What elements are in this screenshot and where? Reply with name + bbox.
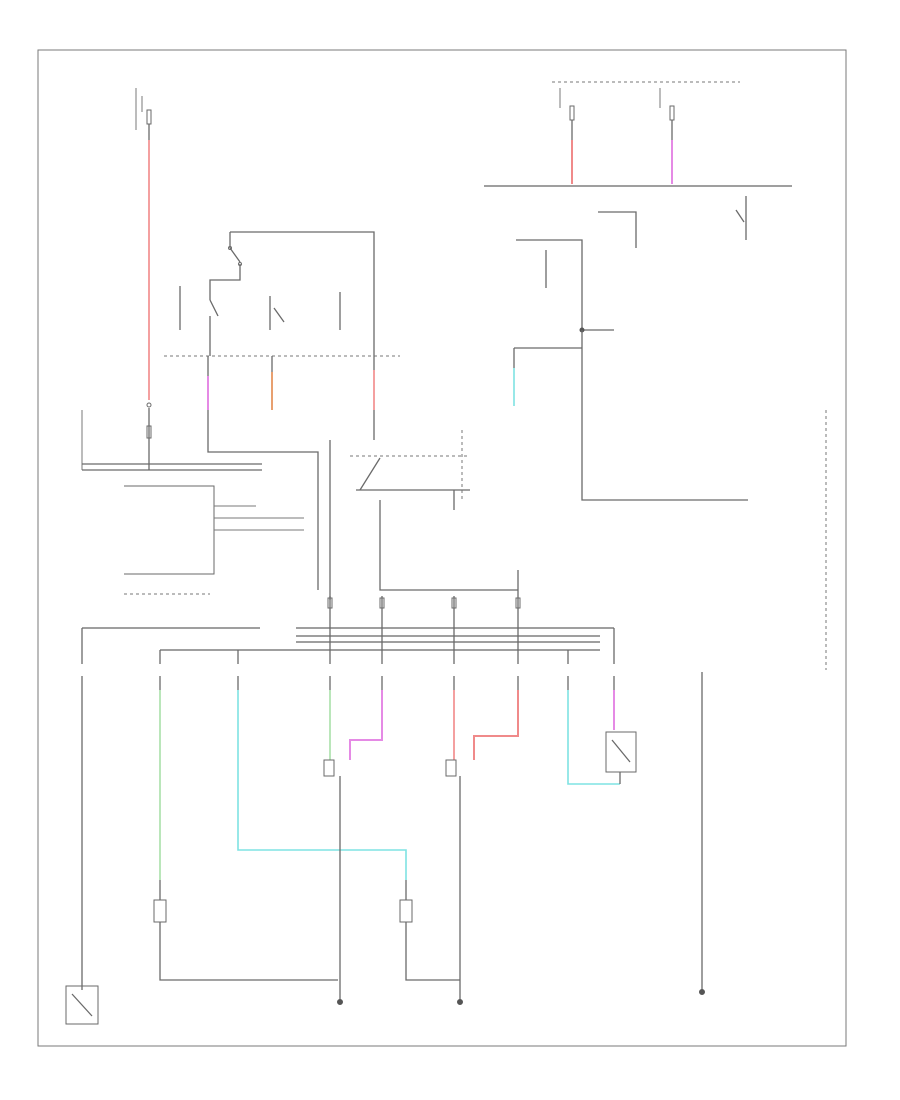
fuse-icon [146,425,152,439]
lamp-icon [323,759,335,777]
headlight-switch [164,231,400,357]
left-power-feed [135,88,152,470]
right-relay [513,196,827,670]
lamp-icon [399,899,413,923]
dimmer-relay [329,430,518,600]
ground-icon [457,999,463,1005]
fuse-icon [379,597,385,609]
lamp-icon [153,899,167,923]
fuse-icon [451,597,457,609]
switch-icon [209,299,219,317]
left-stack-feed [81,410,262,471]
motor-icon [605,731,637,773]
ground-icon [699,989,705,995]
switch-icon [735,209,745,223]
fuse-icon [669,105,675,121]
switch-icon [273,307,285,323]
lamp-icon [445,759,457,777]
switch-outputs [207,356,375,590]
fuse-icon [515,597,521,609]
fuse-icon [327,597,333,609]
fuse-icon [146,109,152,125]
switch-icon [229,247,241,263]
connector-icon [146,402,152,408]
fuse-bus [81,570,615,664]
lower-circuits [65,672,705,1025]
right-power-feed [484,81,792,187]
fuse-icon [569,105,575,121]
ground-icon [337,999,343,1005]
diagram-frame [37,49,847,1047]
motor-icon [65,985,99,1025]
module-connector [124,485,304,595]
